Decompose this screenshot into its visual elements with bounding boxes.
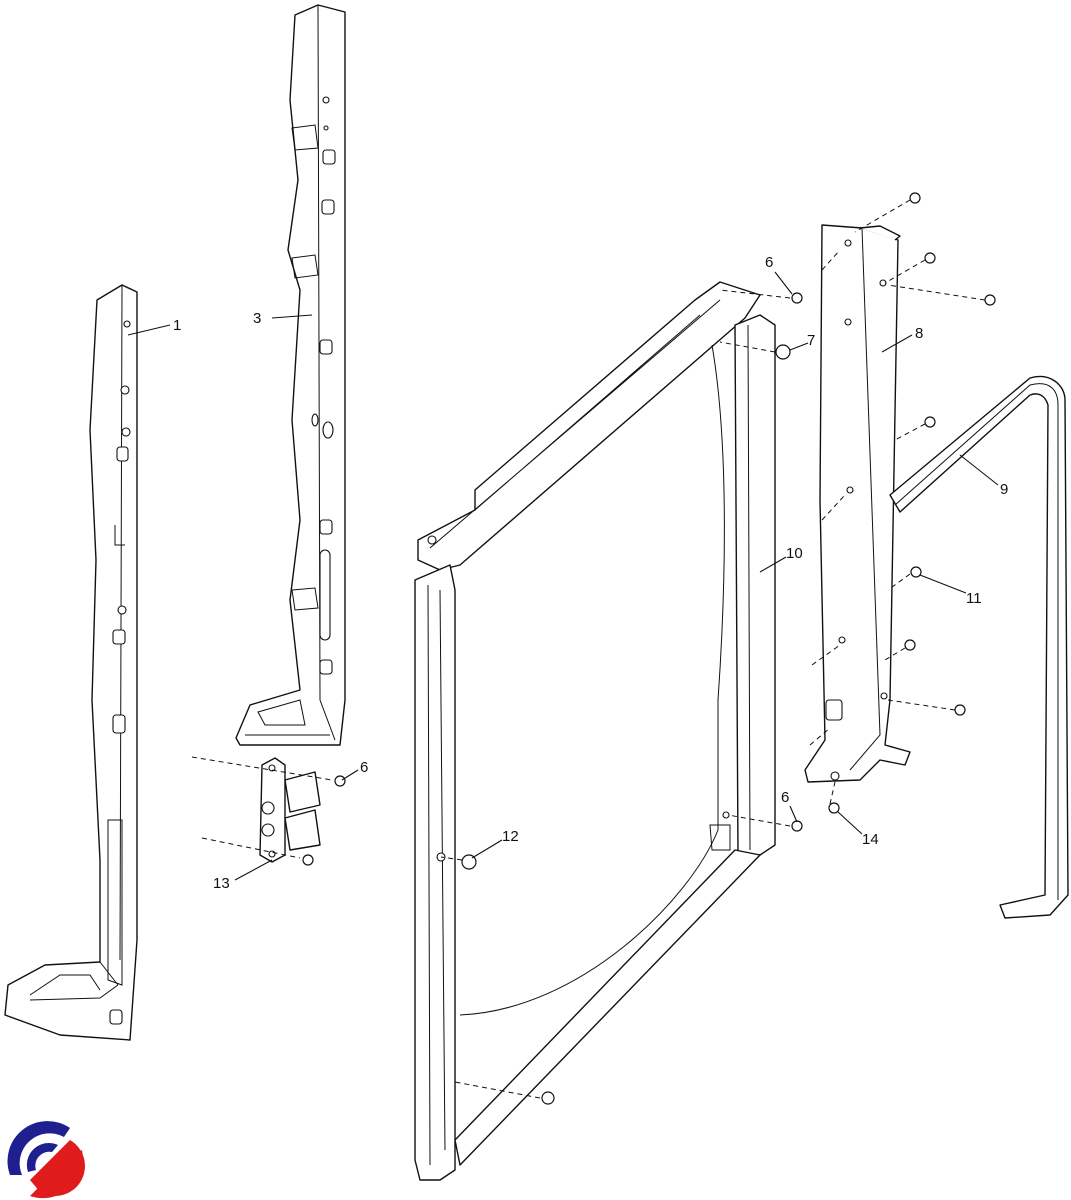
circular-swirl-logo-icon bbox=[7, 1121, 85, 1199]
part-8-right-channel bbox=[804, 224, 911, 783]
fasteners bbox=[302, 192, 996, 1105]
callout-leaders bbox=[127, 271, 999, 881]
part-10-door-frame bbox=[414, 281, 776, 1181]
callout-6-bottom: 6 bbox=[781, 789, 790, 806]
part-3-center-upright bbox=[235, 4, 346, 746]
callout-1: 1 bbox=[173, 317, 182, 334]
callout-6-top: 6 bbox=[765, 254, 774, 271]
callout-9: 9 bbox=[1000, 481, 1009, 498]
part-9-gasket-seal bbox=[889, 375, 1069, 919]
callout-11: 11 bbox=[966, 590, 982, 607]
callout-10: 10 bbox=[786, 545, 803, 562]
callout-14: 14 bbox=[862, 831, 879, 848]
assembly-lines bbox=[191, 199, 986, 1099]
callout-3: 3 bbox=[253, 310, 262, 327]
callout-7: 7 bbox=[807, 332, 816, 349]
part-1-left-upright bbox=[4, 284, 138, 1041]
callout-12: 12 bbox=[502, 828, 519, 845]
callout-13: 13 bbox=[213, 875, 230, 892]
part-13-hinge bbox=[259, 757, 321, 863]
callout-8: 8 bbox=[915, 325, 924, 342]
callout-6-hinge: 6 bbox=[360, 759, 369, 776]
